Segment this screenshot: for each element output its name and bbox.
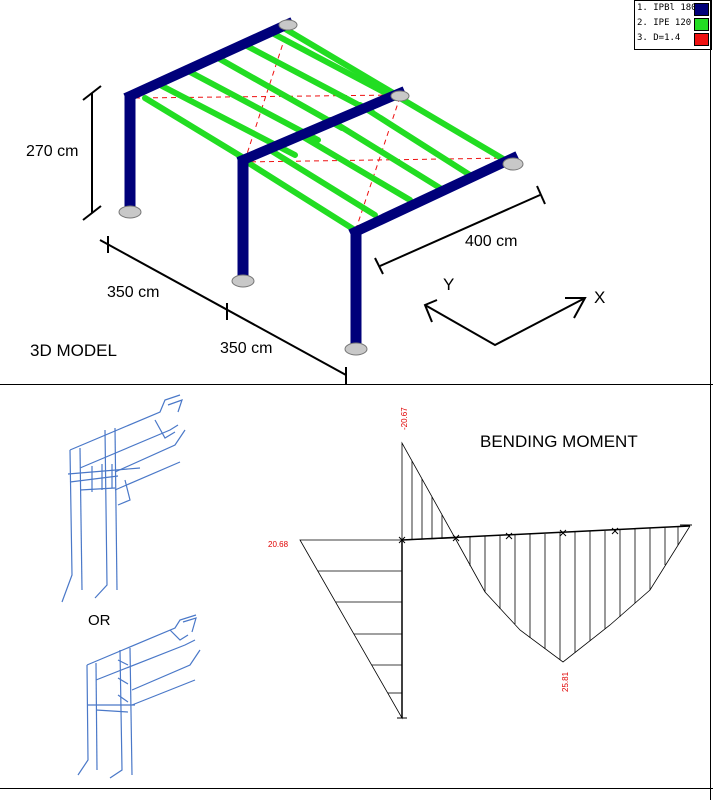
main-frame bbox=[123, 17, 520, 350]
legend-item-ipe: 2. IPE 120 bbox=[635, 16, 711, 31]
connection-sketches bbox=[61, 394, 201, 779]
legend-item-ipbl: 1. IPBl 180 bbox=[635, 1, 711, 16]
frame-right-border bbox=[710, 0, 711, 800]
column-moment-curve bbox=[299, 539, 403, 720]
or-label: OR bbox=[88, 612, 111, 629]
legend: 1. IPBl 180 2. IPE 120 3. D=1.4 bbox=[634, 0, 712, 50]
height-dimension-label: 270 cm bbox=[26, 143, 79, 160]
structure-3d bbox=[82, 17, 587, 384]
moment-top-value: -20.67 bbox=[400, 407, 409, 430]
model-title: 3D MODEL bbox=[30, 341, 117, 360]
beam-moment-positive bbox=[454, 525, 691, 663]
moment-left-value: 20.68 bbox=[268, 540, 289, 549]
secondary-beams bbox=[142, 24, 508, 235]
moment-title: BENDING MOMENT bbox=[480, 432, 638, 451]
moment-diagram bbox=[299, 441, 692, 720]
frame-bottom-border bbox=[0, 788, 713, 789]
legend-label: 1. IPBl 180 bbox=[637, 3, 697, 13]
moment-bottom-value: 25.81 bbox=[561, 671, 570, 692]
beam-moment-negative bbox=[401, 441, 456, 541]
legend-swatch-green bbox=[694, 18, 709, 31]
supports bbox=[118, 19, 524, 356]
beam-axis bbox=[401, 525, 691, 541]
legend-label: 2. IPE 120 bbox=[637, 18, 692, 28]
legend-swatch-blue bbox=[694, 3, 709, 16]
section-divider bbox=[0, 384, 713, 385]
connection-sketch-lower bbox=[77, 614, 201, 779]
length-dimension-label: 400 cm bbox=[465, 233, 518, 250]
axis-arrows bbox=[423, 297, 587, 347]
span2-dimension-label: 350 cm bbox=[220, 340, 273, 357]
legend-label: 3. D=1.4 bbox=[637, 33, 681, 43]
axis-y-label: Y bbox=[443, 275, 455, 294]
connection-sketch-upper bbox=[61, 394, 186, 603]
span1-dimension-label: 350 cm bbox=[107, 284, 160, 301]
legend-item-d: 3. D=1.4 bbox=[635, 31, 711, 46]
legend-swatch-red bbox=[694, 33, 709, 46]
node-markers bbox=[397, 524, 692, 719]
axis-x-label: X bbox=[594, 288, 606, 307]
dimension-lines bbox=[82, 85, 546, 384]
